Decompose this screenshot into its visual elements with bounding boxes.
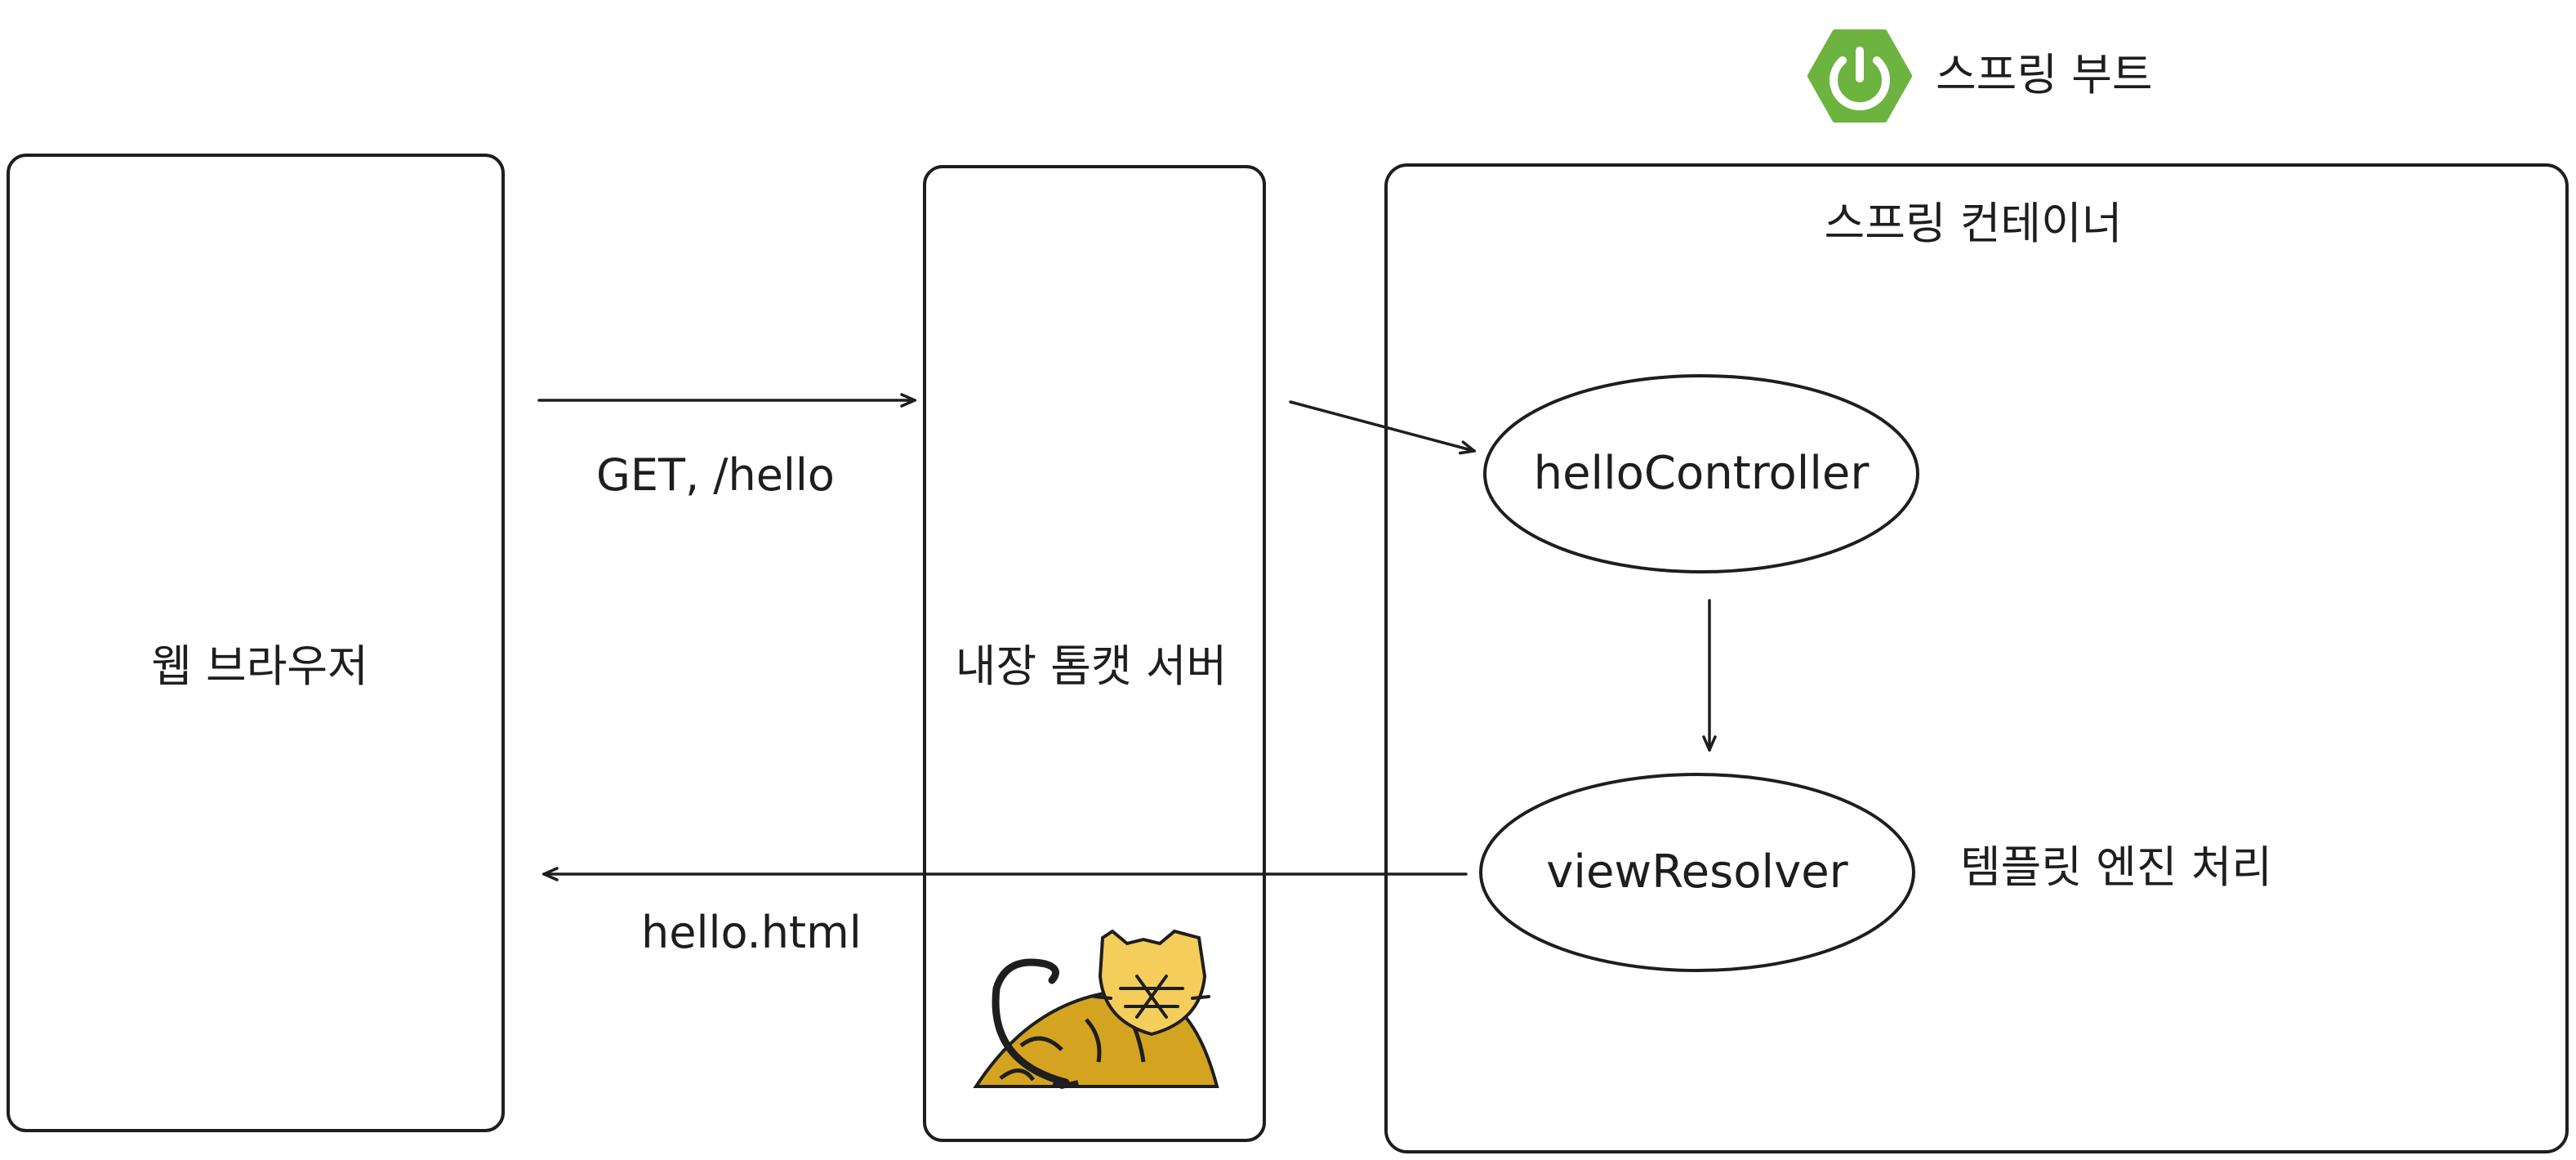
- template-engine-note: 템플릿 엔진 처리: [1960, 841, 2272, 893]
- spring-boot-title: 스프링 부트: [1936, 49, 2153, 100]
- browser-label: 웹 브라우저: [151, 640, 368, 692]
- spring-container-title: 스프링 컨테이너: [1825, 198, 2123, 249]
- spring-container-box: [1384, 163, 2569, 1153]
- response-label: hello.html: [641, 907, 862, 958]
- tomcat-cat-icon: [973, 929, 1219, 1090]
- request-label: GET, /hello: [596, 449, 835, 501]
- view-resolver-node: [1479, 773, 1915, 972]
- spring-boot-logo: [1807, 29, 1912, 123]
- tomcat-server-box: [923, 165, 1266, 1142]
- hello-controller-label: helloController: [1534, 447, 1870, 500]
- browser-box: [7, 154, 505, 1132]
- tomcat-to-controller-arrow: [1289, 400, 1474, 451]
- hello-controller-node: [1483, 374, 1919, 573]
- tomcat-server-label: 내장 톰캣 서버: [956, 640, 1227, 692]
- view-resolver-label: viewResolver: [1546, 845, 1848, 899]
